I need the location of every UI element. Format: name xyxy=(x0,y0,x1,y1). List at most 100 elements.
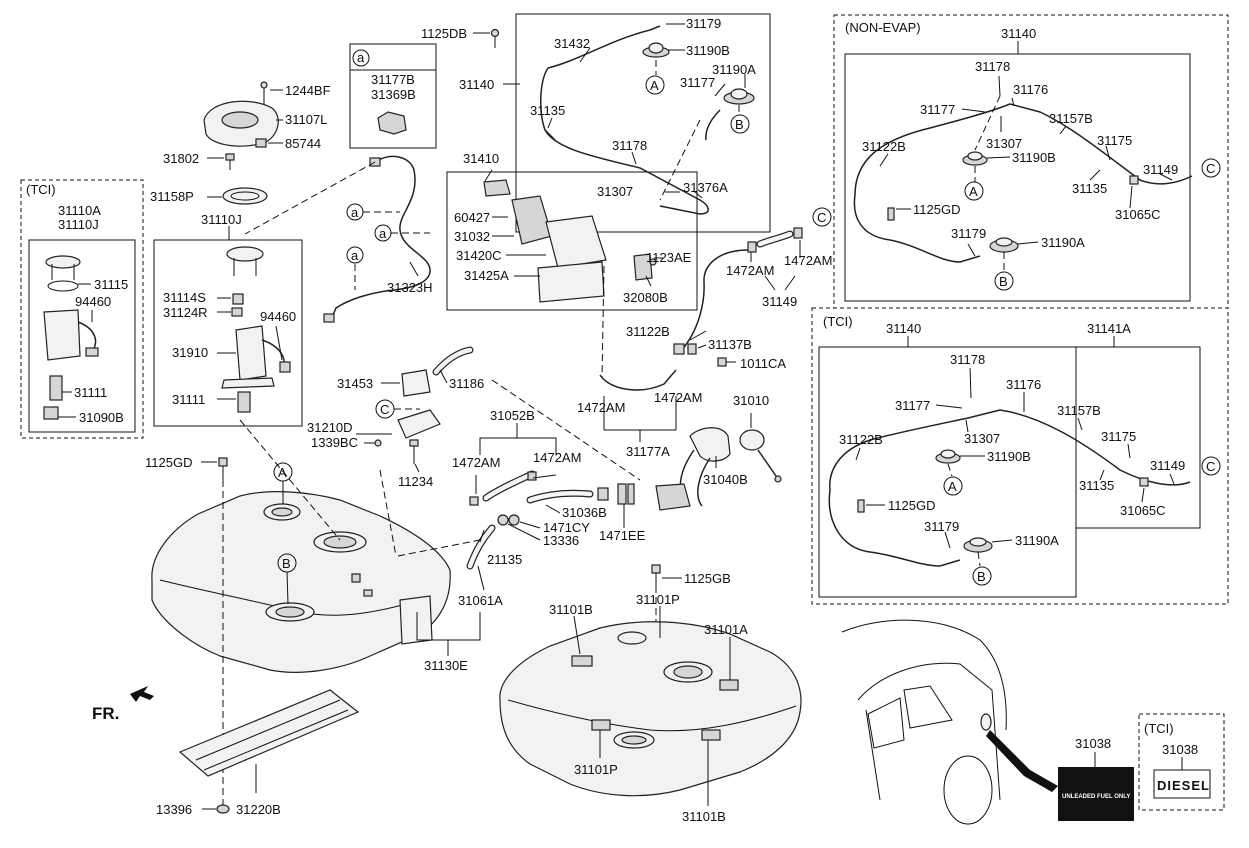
label-31190B-top: 31190B xyxy=(686,43,730,58)
label-1471CY: 1471CY xyxy=(543,520,590,535)
label-31061A: 31061A xyxy=(458,593,503,608)
bolt-1011CA-icon xyxy=(717,357,736,367)
label-94460-left: 94460 xyxy=(75,294,111,309)
car-fuel-door-icon xyxy=(841,619,1058,825)
label-tr-31177: 31177 xyxy=(895,398,930,413)
label-31036B: 31036B xyxy=(562,505,607,520)
ref-B-text-top: B xyxy=(735,117,744,132)
label-85744: 85744 xyxy=(285,136,321,151)
vapor-tube-31323H-icon xyxy=(323,155,431,323)
label-1472AM-b: 1472AM xyxy=(784,253,832,268)
label-1472AM-d: 1472AM xyxy=(654,390,702,405)
label-tr-31178: 31178 xyxy=(950,352,985,367)
label-60427: 60427 xyxy=(454,210,490,225)
label-1244BF: 1244BF xyxy=(285,83,331,98)
label-31177-top: 31177 xyxy=(680,75,715,90)
label-tr-31190A: 31190A xyxy=(1015,533,1059,548)
vapor-line-assembly xyxy=(539,25,755,215)
ref-a-text-3: a xyxy=(351,248,359,263)
label-31177A: 31177A xyxy=(626,444,670,459)
label-tci-left: (TCI) xyxy=(26,182,56,197)
label-31135-top: 31135 xyxy=(530,103,565,118)
label-ne-31175: 31175 xyxy=(1097,133,1132,148)
label-ne-31065C: 31065C xyxy=(1115,207,1161,222)
label-1339BC: 1339BC xyxy=(311,435,358,450)
label-1125GB: 1125GB xyxy=(684,571,731,586)
label-ne-31179: 31179 xyxy=(951,226,986,241)
label-nonevap-title: (NON-EVAP) xyxy=(845,20,921,35)
label-31410: 31410 xyxy=(463,151,499,166)
label-31090B: 31090B xyxy=(79,410,124,425)
label-ne-31176: 31176 xyxy=(1013,82,1048,97)
label-1472AM-e: 1472AM xyxy=(452,455,500,470)
label-31038: 31038 xyxy=(1075,736,1111,751)
heat-shield-31220B-icon xyxy=(178,689,360,777)
label-tr-31157B: 31157B xyxy=(1057,403,1101,418)
label-31149-mid: 31149 xyxy=(762,294,797,309)
label-13396: 13396 xyxy=(156,802,192,817)
label-31101A: 31101A xyxy=(704,622,748,637)
ref-C-text-tr: C xyxy=(1206,459,1215,474)
bolt-1125GB-icon xyxy=(651,564,661,586)
label-31110A: 31110A xyxy=(58,203,101,218)
label-ref-a-box: a xyxy=(357,50,365,65)
label-unleaded: UNLEADED FUEL ONLY xyxy=(1062,794,1130,800)
label-tr-31307: 31307 xyxy=(964,431,1000,446)
ref-A-circle-tr xyxy=(943,476,963,496)
label-tr-31179: 31179 xyxy=(924,519,959,534)
label-ne-31307: 31307 xyxy=(986,136,1022,151)
label-31130E: 31130E xyxy=(424,658,468,673)
ref-B-text-tr: B xyxy=(977,569,986,584)
label-31802: 31802 xyxy=(163,151,199,166)
label-31220B: 31220B xyxy=(236,802,281,817)
label-31114S: 31114S xyxy=(163,290,206,305)
ref-B-circle-tr xyxy=(972,566,992,586)
label-ne-31178: 31178 xyxy=(975,59,1010,74)
bolt-1244BF-icon xyxy=(260,81,268,104)
label-ne-31149: 31149 xyxy=(1143,162,1178,177)
label-tci-right: (TCI) xyxy=(823,314,853,329)
label-31140-main: 31140 xyxy=(459,77,494,92)
label-31101P-bot: 31101P xyxy=(574,762,618,777)
label-tr-31175: 31175 xyxy=(1101,429,1136,444)
label-ne-31122B: 31122B xyxy=(862,139,906,154)
fuel-tank-main-icon xyxy=(151,491,451,673)
label-31032: 31032 xyxy=(454,229,490,244)
label-31177B: 31177B xyxy=(371,72,415,87)
ref-C-text-hose: C xyxy=(817,210,826,225)
label-tr-31140: 31140 xyxy=(886,321,921,336)
pump-group-box xyxy=(153,239,303,427)
label-13336: 13336 xyxy=(543,533,579,548)
label-31376A: 31376A xyxy=(683,180,728,195)
bolt-1125GD-icon xyxy=(218,457,228,480)
hoses-31052B-icon xyxy=(466,470,635,570)
label-31158P: 31158P xyxy=(150,189,194,204)
label-ne-31135: 31135 xyxy=(1072,181,1107,196)
label-31110J-left: 31110J xyxy=(58,217,99,232)
label-tr-1125GD: 1125GD xyxy=(888,498,935,513)
label-31115: 31115 xyxy=(94,277,128,292)
ref-A-text-ne: A xyxy=(969,184,978,199)
ref-A-text-tank: A xyxy=(278,465,287,480)
front-direction-arrow-icon xyxy=(130,686,154,702)
tci-label-box xyxy=(1138,713,1225,811)
label-1471EE: 1471EE xyxy=(599,528,646,543)
label-31110J-mid: 31110J xyxy=(201,212,242,227)
label-1125GD-main: 1125GD xyxy=(145,455,192,470)
label-31040B: 31040B xyxy=(703,472,748,487)
non-evap-line-icon xyxy=(853,103,1193,263)
label-31010: 31010 xyxy=(733,393,769,408)
ref-B-text-ne: B xyxy=(999,274,1008,289)
label-31420C: 31420C xyxy=(456,248,502,263)
label-31190A-top: 31190A xyxy=(712,62,756,77)
label-21135: 21135 xyxy=(487,552,522,567)
label-31038-tci: 31038 xyxy=(1162,742,1198,757)
label-tci-label-title: (TCI) xyxy=(1144,721,1174,736)
label-ne-31140: 31140 xyxy=(1001,26,1036,41)
label-tr-31190B: 31190B xyxy=(987,449,1031,464)
label-ne-31190B: 31190B xyxy=(1012,150,1056,165)
label-31137B: 31137B xyxy=(708,337,752,352)
label-31432: 31432 xyxy=(554,36,590,51)
label-ne-31190A: 31190A xyxy=(1041,235,1085,250)
